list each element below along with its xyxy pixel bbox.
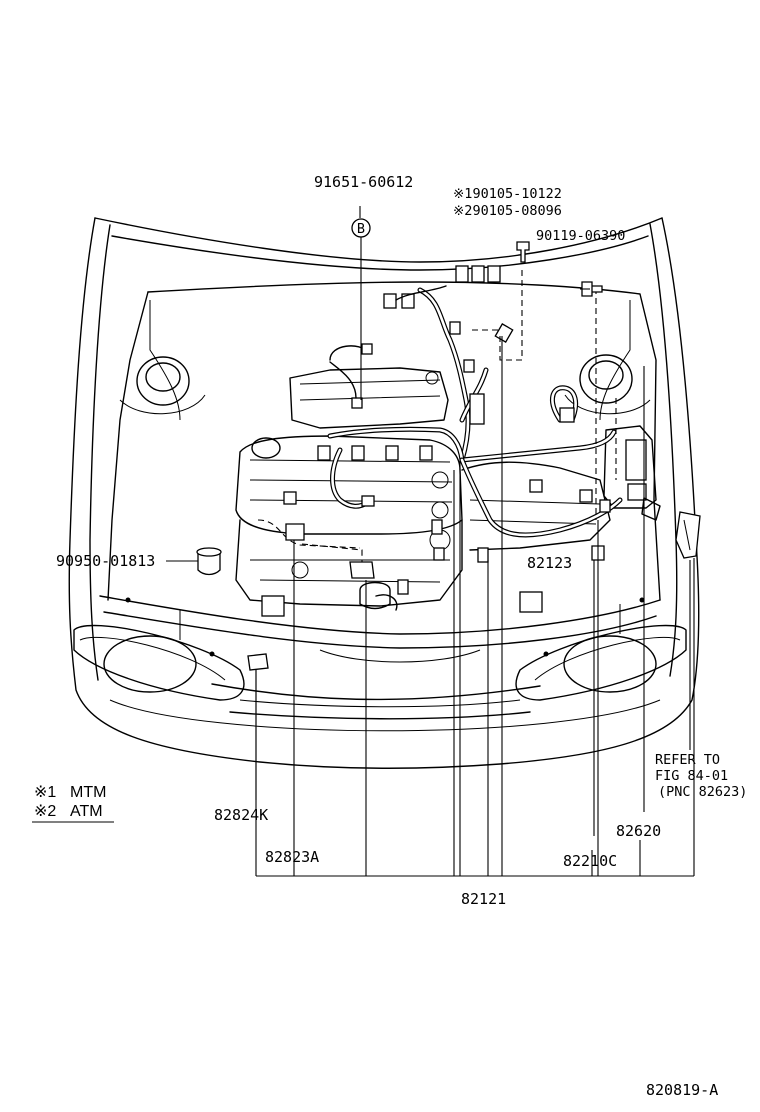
refer-note-line2: FIG 84-01 [655, 768, 728, 784]
bolt-90119-icon [581, 281, 603, 297]
legend-mark-1: ※1 [34, 784, 56, 801]
part-label-82823a: 82823A [265, 848, 319, 866]
clip-82824k-icon [247, 653, 269, 671]
part-label-82210c: 82210C [563, 852, 617, 870]
legend-text-mtm: MTM [70, 784, 106, 801]
refer-note-line1: REFER TO [655, 752, 720, 768]
engine-wire-harness [257, 265, 623, 595]
bracket-82620-icon [675, 511, 701, 559]
engine-block [235, 367, 661, 617]
part-labels: 91651-60612 ※190105-10122 ※290105-08096 … [56, 173, 747, 1099]
part-label-90105-atm: ※290105-08096 [453, 203, 562, 219]
plug-90950-icon [197, 551, 221, 576]
figure-code: 820819-A [646, 1081, 718, 1099]
part-label-90105-mtm: ※190105-10122 [453, 186, 562, 202]
legend-mark-2: ※2 [34, 803, 56, 820]
bolt-90105-icon [516, 241, 530, 263]
bolt-mark: B [357, 221, 365, 237]
part-label-90119: 90119-06390 [536, 228, 625, 244]
leader-lines [166, 206, 695, 877]
car-body-outline [68, 217, 700, 769]
variant-legend: ※1 MTM ※2 ATM [32, 784, 114, 823]
part-label-91651: 91651-60612 [314, 173, 413, 191]
part-label-90950: 90950-01813 [56, 552, 155, 570]
part-label-82123: 82123 [527, 554, 572, 572]
part-label-82824k: 82824K [214, 806, 268, 824]
legend-text-atm: ATM [70, 803, 103, 820]
part-label-82620: 82620 [616, 822, 661, 840]
connector-82823a-icon [285, 523, 305, 541]
part-label-82121: 82121 [461, 890, 506, 908]
refer-note-line3: (PNC 82623) [658, 784, 747, 800]
small-parts: B [196, 218, 701, 671]
